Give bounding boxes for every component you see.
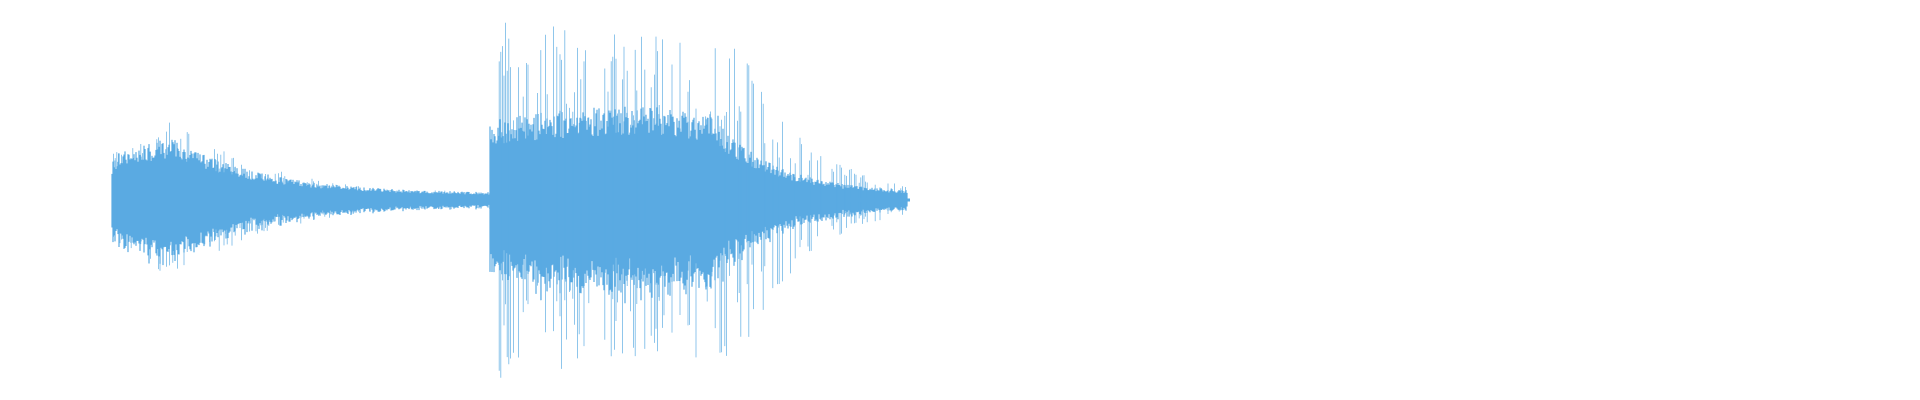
- waveform-envelope: [111, 106, 908, 304]
- waveform-transients: [113, 22, 910, 378]
